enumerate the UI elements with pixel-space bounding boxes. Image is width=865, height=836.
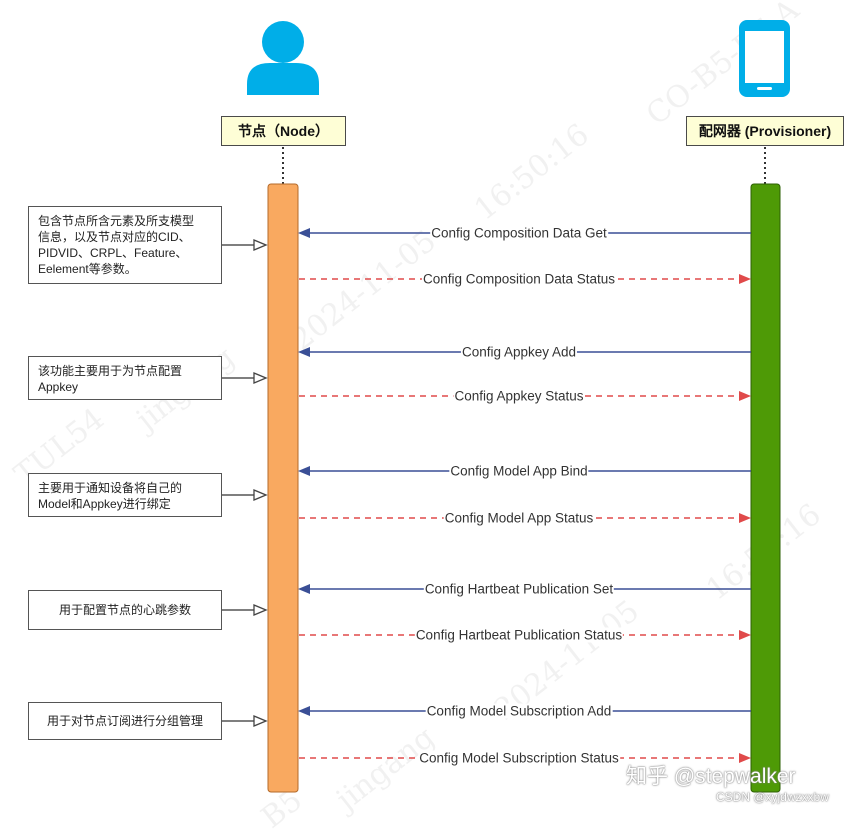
node-activation-bar: [267, 183, 299, 793]
note-composition-data: 包含节点所含元素及所支模型 信息，以及节点对应的CID、 PIDVID、CRPL…: [28, 206, 222, 284]
smartphone-icon: [739, 20, 790, 97]
note-heartbeat: 用于配置节点的心跳参数: [28, 590, 222, 630]
note-line: 用于配置节点的心跳参数: [58, 603, 191, 617]
message-label: Config Hartbeat Publication Status: [414, 627, 624, 643]
note-line: 该功能主要用于为节点配置: [38, 364, 183, 378]
message-label: Config Model Subscription Add: [425, 703, 613, 719]
note-connector: [222, 372, 268, 384]
note-subscription: 用于对节点订阅进行分组管理: [28, 702, 222, 740]
message-label: Config Model Subscription Status: [418, 750, 620, 766]
note-model-app-bind: 主要用于通知设备将自己的 Model和Appkey进行绑定: [28, 473, 222, 517]
note-connector: [222, 239, 268, 251]
user-icon: [247, 21, 319, 95]
provisioner-activation-bar: [750, 183, 781, 793]
note-connector: [222, 715, 268, 727]
zhihu-credit: 知乎 @stepwalker: [626, 765, 796, 788]
message-label: Config Appkey Status: [453, 388, 585, 404]
message-label: Config Model App Status: [443, 510, 595, 526]
provisioner-actor-box: 配网器 (Provisioner): [686, 116, 844, 146]
message-label: Config Model App Bind: [449, 463, 589, 479]
note-line: Model和Appkey进行绑定: [38, 497, 171, 511]
note-line: PIDVID、CRPL、Feature、: [38, 246, 188, 260]
note-line: 主要用于通知设备将自己的: [38, 481, 183, 495]
note-appkey: 该功能主要用于为节点配置 Appkey: [28, 356, 222, 400]
note-line: Eelement等参数。: [38, 262, 137, 276]
note-line: 信息，以及节点对应的CID、: [38, 230, 191, 244]
csdn-credit: CSDN @xyjdwzxxbw: [716, 790, 829, 804]
note-line: 用于对节点订阅进行分组管理: [46, 714, 203, 728]
message-label: Config Composition Data Get: [430, 225, 608, 241]
note-connector: [222, 489, 268, 501]
node-actor-box: 节点（Node）: [221, 116, 346, 146]
note-line: 包含节点所含元素及所支模型: [38, 214, 195, 228]
note-connector: [222, 604, 268, 616]
message-label: Config Composition Data Status: [421, 271, 617, 287]
message-label: Config Appkey Add: [460, 344, 578, 360]
message-label: Config Hartbeat Publication Set: [423, 581, 615, 597]
note-line: Appkey: [38, 380, 79, 394]
